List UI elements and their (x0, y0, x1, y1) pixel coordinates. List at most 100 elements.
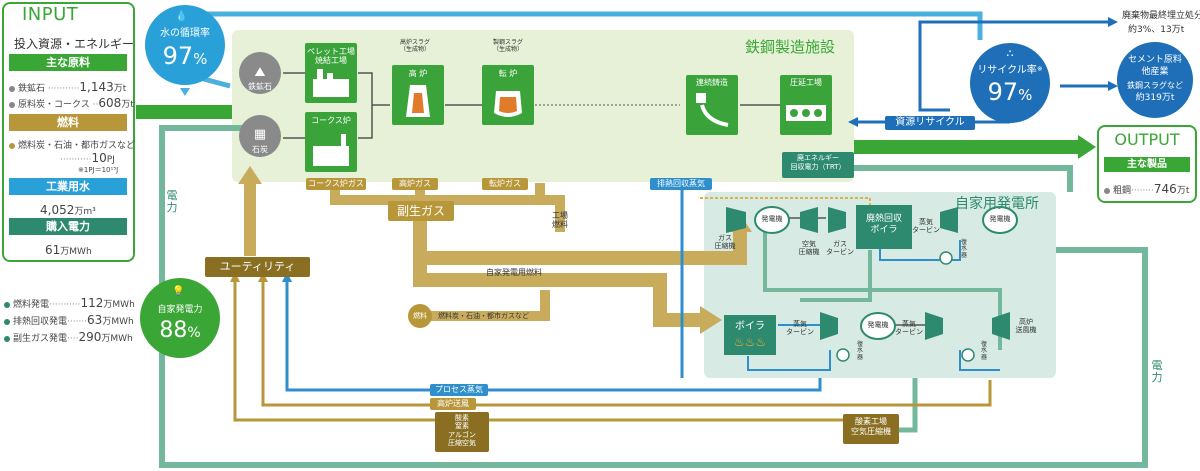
power-breakdown-2: 副生ガス発電····290万MWh (4, 330, 133, 344)
exhaust-steam-label: 排熱回収蒸気 (650, 178, 712, 190)
iron-ore-icon: ⛰ (254, 65, 266, 80)
coke-oven-node (305, 112, 357, 172)
rolling-mill-node (780, 75, 832, 135)
industrial-water-unit: 万m³ (74, 207, 96, 217)
condenser-label-1: 復 水 器 (960, 239, 967, 259)
recycle-mark: ※ (1036, 65, 1043, 73)
landfill-line1: 廃棄物最終埋立処分 (1122, 11, 1200, 21)
cement-circle-bg (1117, 42, 1193, 118)
steam-turbine-label-3: 蒸気 タービン (895, 320, 923, 337)
industrial-water-row: 4,052万m³ (40, 203, 96, 217)
generator-label-3: 発電機 (867, 321, 889, 329)
generator-label-1: 発電機 (761, 215, 783, 223)
electric-left-label: 電 力 (166, 189, 178, 215)
iron-ore-row: 鉄鉱石 ···········1,143万t (9, 80, 126, 94)
water-circle-value-wrap: 97% (145, 44, 225, 68)
oxygen-plant-label: 酸素工場 空気圧縮機 (843, 414, 899, 444)
cement-line4: 約319万t (1135, 93, 1175, 103)
water-circle-label: 水の循環率 (160, 28, 210, 39)
recycle-label-wrap: リサイクル率※ (970, 66, 1050, 76)
output-product-value: 746 (1153, 182, 1177, 196)
generator-label-2: 発電機 (989, 215, 1011, 223)
caster-icon (696, 93, 729, 127)
boiler-label: ボイラ (735, 321, 765, 332)
steam-turbine-label-2: 蒸気 タービン (786, 320, 814, 337)
cement-line3: 鉄鋼スラグなど (1127, 81, 1183, 90)
gas-turbine-label: ガス タービン (826, 240, 854, 257)
iron-ore-value: 1,143 (79, 80, 114, 94)
iron-ore-unit: 万t (113, 84, 127, 94)
iron-ore-node: 鉄鉱石 (248, 82, 272, 91)
fuel-value: 10 (91, 151, 107, 165)
coke-gas-label: コークス炉ガス (306, 178, 366, 190)
coke-oven-icon (313, 134, 349, 166)
power-breakdown-label: 排熱回収発電 (13, 317, 68, 327)
power-breakdown-value: 112 (80, 296, 104, 310)
steel-facility-bg (232, 30, 854, 182)
blast-furnace-label: 高 炉 (408, 69, 428, 78)
power-breakdown-value: 63 (87, 313, 103, 327)
converter-icon (494, 91, 522, 117)
caster-label: 連続鋳造 (696, 78, 728, 87)
bf-air-label: 高炉送風 (430, 398, 476, 410)
aux-raw-unit: 万t (121, 100, 134, 110)
coal-icon: ▦ (253, 127, 267, 142)
self-power-circle-bg (140, 278, 220, 358)
industrial-water-header: 工業用水 (9, 178, 127, 195)
purchased-power-unit: 万MWh (60, 247, 92, 257)
industrial-water-value: 4,052 (40, 203, 75, 217)
condenser-label-2: 復 水 器 (856, 341, 863, 361)
input-title: INPUT (22, 4, 79, 25)
cement-line1: セメント原料 (1128, 55, 1182, 65)
aux-raw-label: 原料炭・コークス (18, 100, 90, 110)
sm-slag-label: 製鋼スラグ （生成物） (492, 39, 523, 53)
electric-right-label: 電 力 (1151, 359, 1163, 385)
rolling-mill-label: 圧延工場 (790, 78, 822, 87)
flame-icon: ♨♨♨ (733, 335, 767, 349)
blast-furnace-icon (406, 85, 430, 117)
fuel-unit: PJ (106, 155, 115, 165)
power-plant-title: 自家用発電所 (955, 196, 1039, 212)
process-steam-label: プロセス蒸気 (430, 384, 488, 396)
condenser-label-3: 復 水 器 (980, 341, 987, 361)
bf-slag-label: 高炉スラグ （生成物） (399, 39, 430, 53)
fuel-desc-row: 燃料炭・石油・都市ガスなど (9, 138, 135, 151)
power-breakdown-1: 排熱回収発電·······63万MWh (4, 313, 134, 327)
rolling-mill-icon (786, 105, 826, 121)
blast-furnace-node (392, 65, 444, 125)
trt-label: 廃エネルギー 回収電力（TRT） (782, 152, 854, 178)
water-circle-value: 97 (162, 42, 194, 70)
utility-label: ユーティリティ (205, 257, 310, 277)
output-product-label: 粗鋼 (1113, 186, 1132, 196)
landfill-line2: 約3%、13万t (1128, 25, 1185, 35)
recycle-circle-bg (970, 43, 1050, 123)
recycle-icon: ⛬ (1006, 48, 1014, 59)
bf-gas-label: 高炉ガス (392, 178, 438, 190)
recycle-label: リサイクル率 (977, 65, 1037, 76)
air-compressor-label: 空気 圧縮機 (798, 240, 820, 257)
output-product-row: 粗鋼········746万t (1104, 182, 1189, 196)
purchased-power-header: 購入電力 (9, 218, 127, 235)
fuel-desc: 燃料炭・石油・都市ガスなど (18, 141, 136, 151)
water-drop-icon: 💧 (175, 11, 188, 22)
power-breakdown-unit: 万MWh (103, 300, 135, 310)
power-breakdown-value: 290 (78, 330, 102, 344)
fuel-node-desc: 燃料炭・石油・都市ガスなど (438, 312, 529, 320)
self-power-value: 88 (159, 318, 188, 343)
fuel-node-label: 燃料 (413, 312, 427, 320)
lightbulb-icon: 💡 (172, 286, 185, 297)
recycle-value-wrap: 97% (970, 80, 1050, 104)
waste-heat-boiler-label: 廃熱回収 ボイラ (865, 214, 902, 235)
steel-facility-title: 鉄鋼製造施設 (745, 38, 836, 56)
recycle-unit: % (1018, 86, 1033, 104)
fuel-value-row: ···········10PJ (60, 151, 115, 165)
pellet-plant-node (305, 43, 357, 103)
pellet-plant-label: ペレット工場 焼結工場 (307, 47, 355, 66)
output-product-unit: 万t (1176, 186, 1190, 196)
converter-node (482, 65, 534, 125)
output-header: 主な製品 (1104, 157, 1190, 172)
self-power-unit: % (187, 325, 201, 341)
power-breakdown-0: 燃料発電···········112万MWh (4, 296, 135, 310)
water-circle-unit: % (193, 50, 208, 68)
